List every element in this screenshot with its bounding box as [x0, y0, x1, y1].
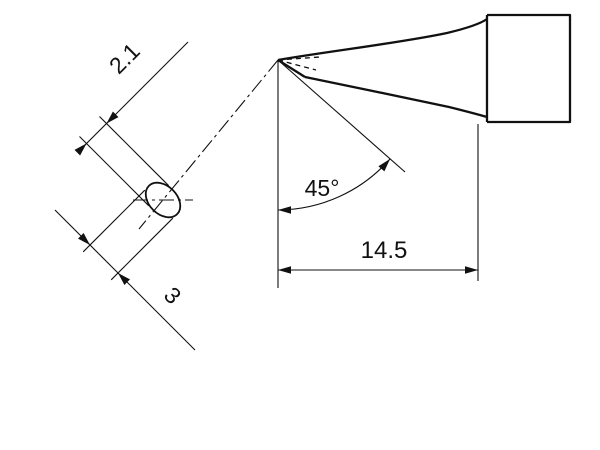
angle-label: 45° — [305, 175, 340, 201]
arrowhead — [278, 266, 291, 274]
shank-body-outline — [487, 13, 572, 124]
axis-centerline — [138, 59, 279, 230]
arrowhead — [378, 159, 390, 172]
ext-line-3-b — [110, 217, 174, 281]
dimension-tip-length: 14.5 — [278, 124, 479, 281]
length-label: 14.5 — [361, 237, 408, 264]
ext-line-2-1-a — [99, 116, 170, 187]
centerlines — [133, 59, 279, 230]
face-ellipse — [144, 181, 182, 219]
shank — [485, 13, 572, 124]
dimension-face-width: 2.1 — [74, 38, 189, 207]
tip-bottom-profile — [304, 75, 488, 119]
tip-profile — [277, 18, 488, 119]
dimension-face-diameter: 3 — [54, 189, 196, 351]
angle-arc — [277, 158, 391, 211]
tip-top-profile — [277, 18, 488, 62]
ext-line-2-1-b — [79, 136, 150, 207]
ext-line-3-a — [82, 189, 146, 253]
arrowhead — [278, 206, 291, 214]
dim-label-3: 3 — [159, 282, 186, 309]
bevel-hidden-edges — [277, 56, 321, 71]
face-ellipse-view — [144, 181, 182, 219]
angle-sloped-leg — [277, 59, 406, 173]
dim-line-2-1 — [77, 41, 189, 153]
dim-label-2-1: 2.1 — [104, 38, 145, 79]
arrowhead — [106, 111, 119, 124]
arrowhead — [118, 273, 130, 285]
arrowhead — [465, 266, 478, 274]
arrowhead — [78, 233, 90, 245]
hidden-edge-upper — [277, 56, 321, 61]
arrowhead — [74, 143, 87, 156]
hidden-edge-lower — [277, 59, 317, 71]
bevel-face-edge — [277, 59, 306, 78]
dimension-bevel-angle: 45° — [277, 59, 406, 288]
